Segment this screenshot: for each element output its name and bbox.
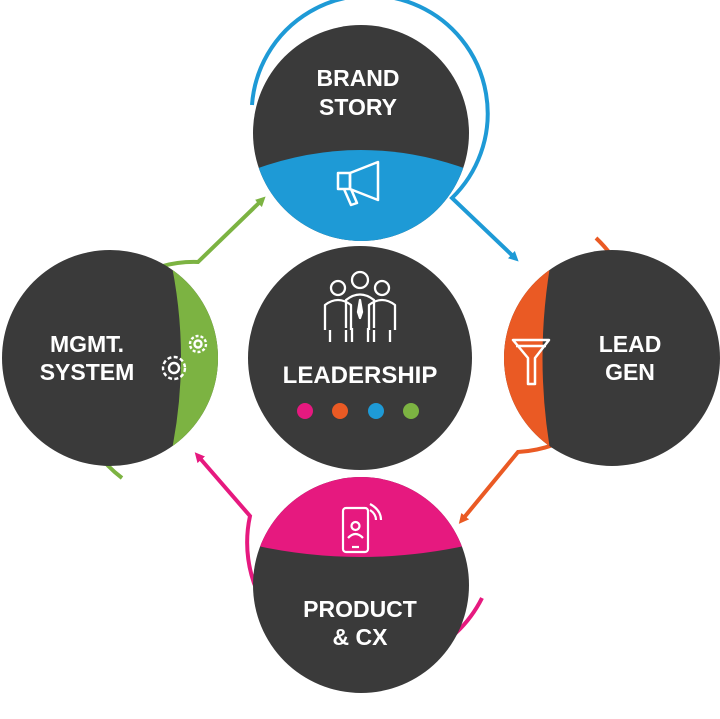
blue-dot xyxy=(368,403,384,419)
product-cx-title-line1: PRODUCT xyxy=(303,596,417,622)
orange-dot xyxy=(332,403,348,419)
brand-story-title-line1: BRAND xyxy=(316,65,399,91)
product-cx-node: PRODUCT & CX xyxy=(253,477,469,693)
mgmt-system-node: MGMT. SYSTEM xyxy=(2,250,218,466)
magenta-dot xyxy=(297,403,313,419)
green-dot xyxy=(403,403,419,419)
lead-gen-node: LEAD GEN xyxy=(504,250,720,466)
mgmt-system-title-line2: SYSTEM xyxy=(40,359,135,385)
product-cx-title-line2: & CX xyxy=(333,624,389,650)
lead-gen-title-line1: LEAD xyxy=(599,331,662,357)
leadership-node: LEADERSHIP xyxy=(248,246,472,470)
funnel-icon xyxy=(511,338,551,386)
leadership-title: LEADERSHIP xyxy=(283,362,438,389)
megaphone-icon xyxy=(336,160,380,207)
lead-gen-title-line2: GEN xyxy=(605,359,655,385)
brand-story-title-line2: STORY xyxy=(319,94,397,120)
color-dots xyxy=(297,403,419,419)
brand-arc xyxy=(250,0,519,262)
smartphone-icon xyxy=(341,503,383,554)
gears-icon xyxy=(161,334,208,381)
team-icon xyxy=(323,270,397,342)
mgmt-system-title-line1: MGMT. xyxy=(50,331,124,357)
brand-story-node: BRAND STORY xyxy=(253,25,469,241)
